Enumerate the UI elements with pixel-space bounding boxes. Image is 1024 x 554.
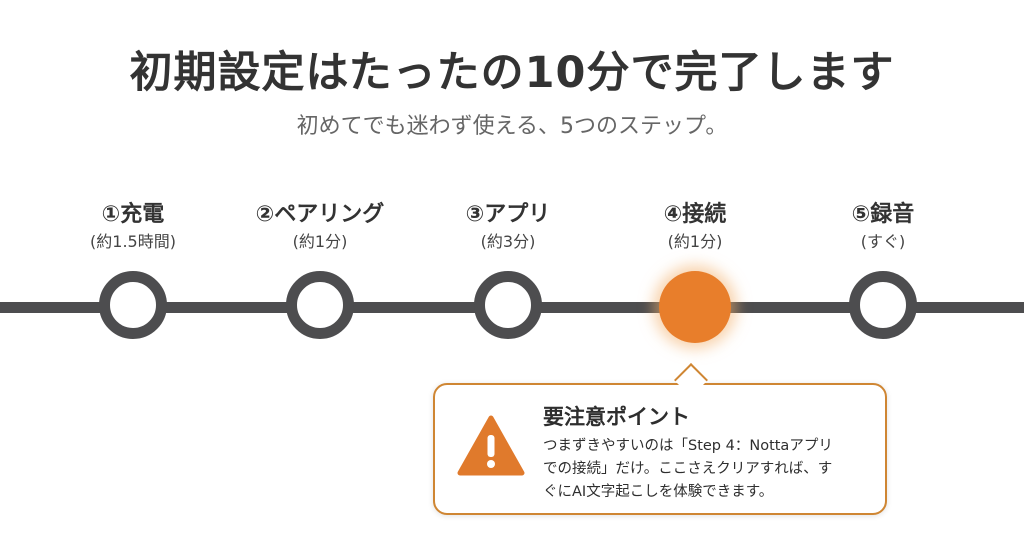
step-3-label: ③アプリ [465, 202, 551, 227]
step-2: ②ペアリング (約1分) [230, 200, 410, 254]
step-5-node [849, 271, 917, 339]
callout-pointer [674, 363, 708, 397]
step-1: ①充電 (約1.5時間) [43, 200, 223, 254]
step-4-time: (約1分) [667, 232, 723, 251]
callout-body: つまずきやすいのは「Step 4：Nottaアプリ での接続」だけ。ここさえクリ… [543, 435, 873, 504]
step-4: ④接続 (約1分) [605, 200, 785, 254]
page-title: 初期設定はたったの10分で完了します [129, 48, 895, 98]
step-2-label: ②ペアリング [255, 202, 385, 227]
page-subtitle: 初めてでも迷わず使える、5つのステップ。 [296, 114, 728, 139]
step-3: ③アプリ (約3分) [418, 200, 598, 254]
step-4-label: ④接続 [663, 202, 727, 227]
step-1-time: (約1.5時間) [90, 232, 176, 251]
step-5-time: (すぐ) [860, 232, 906, 251]
callout-line-3: ぐにAI文字起こしを体験できます。 [543, 484, 774, 500]
step-5-label: ⑤録音 [851, 202, 915, 227]
step-2-time: (約1分) [292, 232, 348, 251]
step-3-time: (約3分) [480, 232, 536, 251]
step-4-node-active [659, 271, 731, 343]
callout-line-2: での接続」だけ。ここさえクリアすれば、す [543, 461, 833, 477]
step-1-label: ①充電 [101, 202, 165, 227]
step-2-node [286, 271, 354, 339]
warning-callout: 要注意ポイント つまずきやすいのは「Step 4：Nottaアプリ での接続」だ… [433, 363, 887, 515]
warning-icon [457, 415, 525, 476]
callout-line-1: つまずきやすいのは「Step 4：Nottaアプリ [543, 438, 833, 454]
step-1-node [99, 271, 167, 339]
step-3-node [474, 271, 542, 339]
callout-title: 要注意ポイント [543, 405, 690, 429]
step-5: ⑤録音 (すぐ) [793, 200, 973, 254]
